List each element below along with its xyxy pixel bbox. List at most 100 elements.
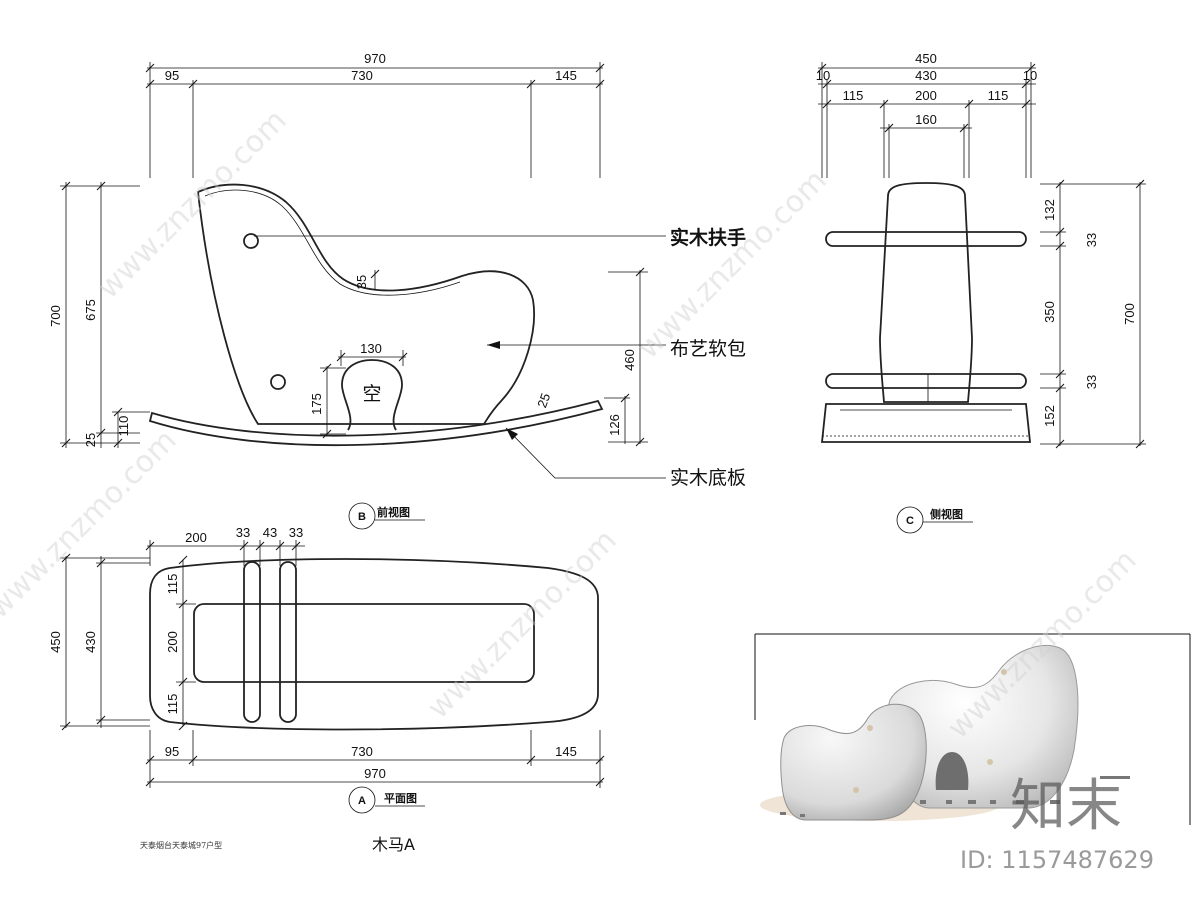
side-base-height: 152 xyxy=(1042,405,1057,427)
side-left-width: 115 xyxy=(843,88,864,103)
callout-base-board: 实木底板 xyxy=(670,467,746,489)
plan-middle-height: 200 xyxy=(165,631,180,653)
plan-lower-height: 115 xyxy=(165,694,180,715)
side-height-dimensions: 132 33 350 33 152 700 xyxy=(1040,179,1146,449)
watermark-site-3: www.znzmo.com xyxy=(0,423,184,626)
side-handle-bottom xyxy=(825,373,1027,389)
side-view-badge: C xyxy=(906,515,914,527)
front-middle-width: 730 xyxy=(351,68,373,83)
plan-width-dimensions: 95 730 145 970 xyxy=(145,730,605,788)
front-right-base: 126 xyxy=(607,414,622,436)
side-total-height: 700 xyxy=(1122,303,1137,325)
side-view-name: 侧视图 xyxy=(930,507,963,521)
plan-gap: 43 xyxy=(263,525,277,540)
front-base-offset: 25 xyxy=(83,433,98,447)
side-middle-width: 200 xyxy=(915,88,937,103)
front-view-badge: B xyxy=(358,511,366,523)
side-base-tray xyxy=(821,403,1031,443)
front-chair-body xyxy=(197,183,535,425)
watermark-brand: 知末 xyxy=(1010,774,1122,839)
front-total-width: 970 xyxy=(364,51,386,66)
front-view-label: B 前视图 xyxy=(348,502,425,530)
plan-seat-pad xyxy=(193,603,535,683)
front-rocker-thick: 25 xyxy=(534,391,553,410)
front-left-width: 95 xyxy=(165,68,179,83)
front-view: 970 95 730 145 700 675 25 110 xyxy=(48,51,746,530)
front-height-dimensions: 700 675 25 110 xyxy=(48,181,150,448)
side-edge-right: 10 xyxy=(1023,68,1037,83)
side-mid-height: 350 xyxy=(1042,301,1057,323)
side-view-label: C 侧视图 xyxy=(896,506,973,534)
front-right-dimensions: 460 126 25 xyxy=(534,267,648,447)
drawing-caption: 木马A xyxy=(372,835,415,854)
side-right-width: 115 xyxy=(988,88,1009,103)
front-foot-hole xyxy=(341,359,403,431)
front-body-height: 675 xyxy=(83,299,98,321)
side-chair-body xyxy=(879,182,973,403)
side-width-dimensions: 450 430 10 10 115 200 115 160 xyxy=(816,51,1037,178)
watermark-site-4: www.znzmo.com xyxy=(421,523,624,726)
plan-handle-a: 33 xyxy=(236,525,250,540)
photo-knob-2 xyxy=(853,787,859,793)
front-armrest-knob-top xyxy=(243,233,259,249)
front-view-name: 前视图 xyxy=(377,505,410,519)
photo-knob-3 xyxy=(1001,669,1007,675)
photo-knob-1 xyxy=(867,725,873,731)
plan-middle-width: 730 xyxy=(351,744,373,759)
front-width-dimensions: 970 95 730 145 xyxy=(145,51,605,178)
plan-handle-b: 33 xyxy=(289,525,303,540)
callout-base-arrow xyxy=(506,428,518,440)
side-handle-top xyxy=(825,231,1027,247)
callout-padding-arrow xyxy=(487,341,500,349)
front-rocker-board xyxy=(148,399,604,447)
watermark-site-2: www.znzmo.com xyxy=(631,163,834,366)
front-hole-height: 175 xyxy=(309,393,324,415)
front-right-width: 145 xyxy=(555,68,577,83)
watermark-site-1: www.znzmo.com xyxy=(91,103,294,306)
side-view: 450 430 10 10 115 200 115 160 xyxy=(816,51,1146,534)
front-right-height: 460 xyxy=(622,349,637,371)
plan-right-width: 145 xyxy=(555,744,577,759)
photo-speckle-row xyxy=(780,776,1130,817)
photo-small-seat xyxy=(780,703,927,821)
front-armrest-knob-bottom xyxy=(270,374,286,390)
front-total-height: 700 xyxy=(48,305,63,327)
plan-handle-left xyxy=(243,561,261,723)
plan-handle-right xyxy=(279,561,297,723)
side-handle-bottom-height: 33 xyxy=(1084,375,1099,389)
plan-left-width: 95 xyxy=(165,744,179,759)
plan-view: 200 33 43 33 xyxy=(48,525,605,814)
front-callouts: 实木扶手 布艺软包 实木底板 xyxy=(254,226,746,489)
plan-view-badge: A xyxy=(358,795,366,807)
plan-view-name: 平面图 xyxy=(384,792,417,805)
callout-armrest: 实木扶手 xyxy=(670,226,746,249)
watermark-id: ID: 1157487629 xyxy=(960,846,1154,874)
plan-inner-height: 430 xyxy=(83,631,98,653)
plan-total-width: 970 xyxy=(364,766,386,781)
front-hole-width: 130 xyxy=(360,341,382,356)
project-note: 天泰烟台天泰城97户型 xyxy=(140,840,222,850)
photo-large-seat-hole xyxy=(935,752,969,790)
side-core-width: 160 xyxy=(915,112,937,127)
front-rocker-height: 110 xyxy=(116,416,131,437)
front-foot-hole-char: 空 xyxy=(362,383,381,405)
side-top-height: 132 xyxy=(1042,199,1057,221)
front-hole-dimensions: 130 175 35 xyxy=(309,269,408,439)
plan-top-dimensions: 200 33 43 33 xyxy=(145,525,305,566)
render-photo xyxy=(754,633,1191,825)
side-handle-top-height: 33 xyxy=(1084,233,1099,247)
callout-padding: 布艺软包 xyxy=(670,338,746,360)
plan-height-dimensions: 450 430 115 200 115 xyxy=(48,553,196,731)
plan-upper-height: 115 xyxy=(165,574,180,595)
side-total-width: 450 xyxy=(915,51,937,66)
plan-view-label: A 平面图 xyxy=(348,786,425,814)
side-edge-left: 10 xyxy=(816,68,830,83)
plan-offset: 200 xyxy=(185,530,207,545)
photo-knob-4 xyxy=(987,759,993,765)
plan-total-height: 450 xyxy=(48,631,63,653)
front-seat-depth: 35 xyxy=(354,275,369,289)
plan-outline xyxy=(149,558,599,731)
front-chair-inner-line xyxy=(204,189,461,296)
side-inner-width: 430 xyxy=(915,68,937,83)
